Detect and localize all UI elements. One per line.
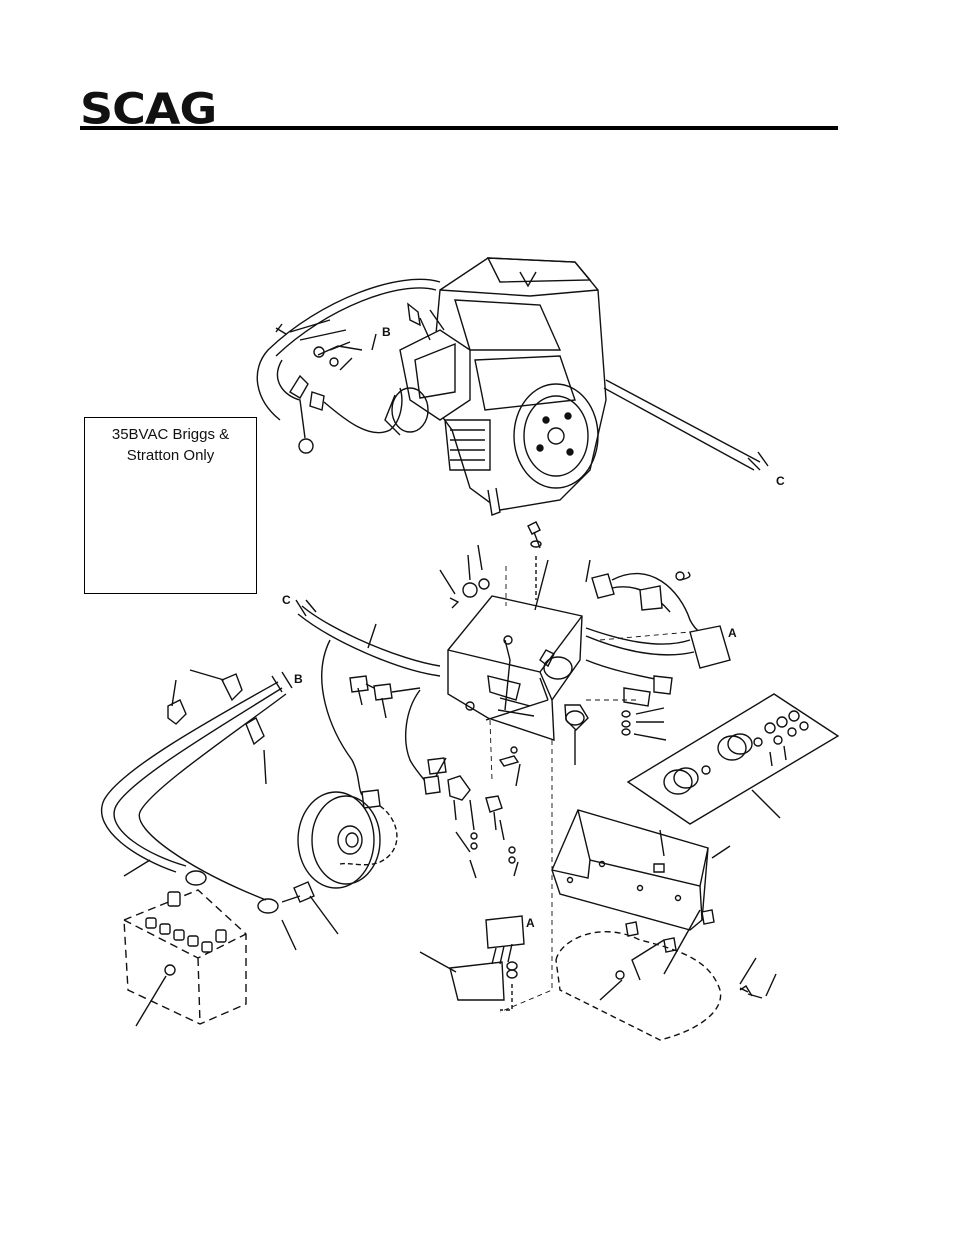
inset-title-line1: 35BVAC Briggs & xyxy=(85,424,256,445)
main-wire-harness xyxy=(296,600,446,808)
inset-title-line2: Stratton Only xyxy=(85,445,256,466)
battery xyxy=(124,890,246,1026)
callout-a-harness: A xyxy=(728,626,737,640)
callout-b-top: B xyxy=(382,325,391,339)
battery-box xyxy=(552,810,776,1040)
inset-title: 35BVAC Briggs & Stratton Only xyxy=(85,424,256,466)
gauge-panel xyxy=(628,694,838,824)
callout-a-bottom: A xyxy=(526,916,535,930)
callout-c-right: C xyxy=(776,474,785,488)
voltage-regulator xyxy=(420,916,524,1010)
inset-briggs-stratton: 35BVAC Briggs & Stratton Only xyxy=(84,417,257,594)
callout-c-left: C xyxy=(282,593,291,607)
battery-cables xyxy=(102,670,338,950)
control-panel-bracket xyxy=(448,560,588,765)
ignition-switch-harness xyxy=(586,560,730,740)
relay-switches xyxy=(436,747,520,878)
callout-b-left: B xyxy=(294,672,303,686)
engine-assembly xyxy=(385,258,768,515)
fastener-group-top xyxy=(440,522,541,608)
pto-clutch xyxy=(298,792,397,888)
